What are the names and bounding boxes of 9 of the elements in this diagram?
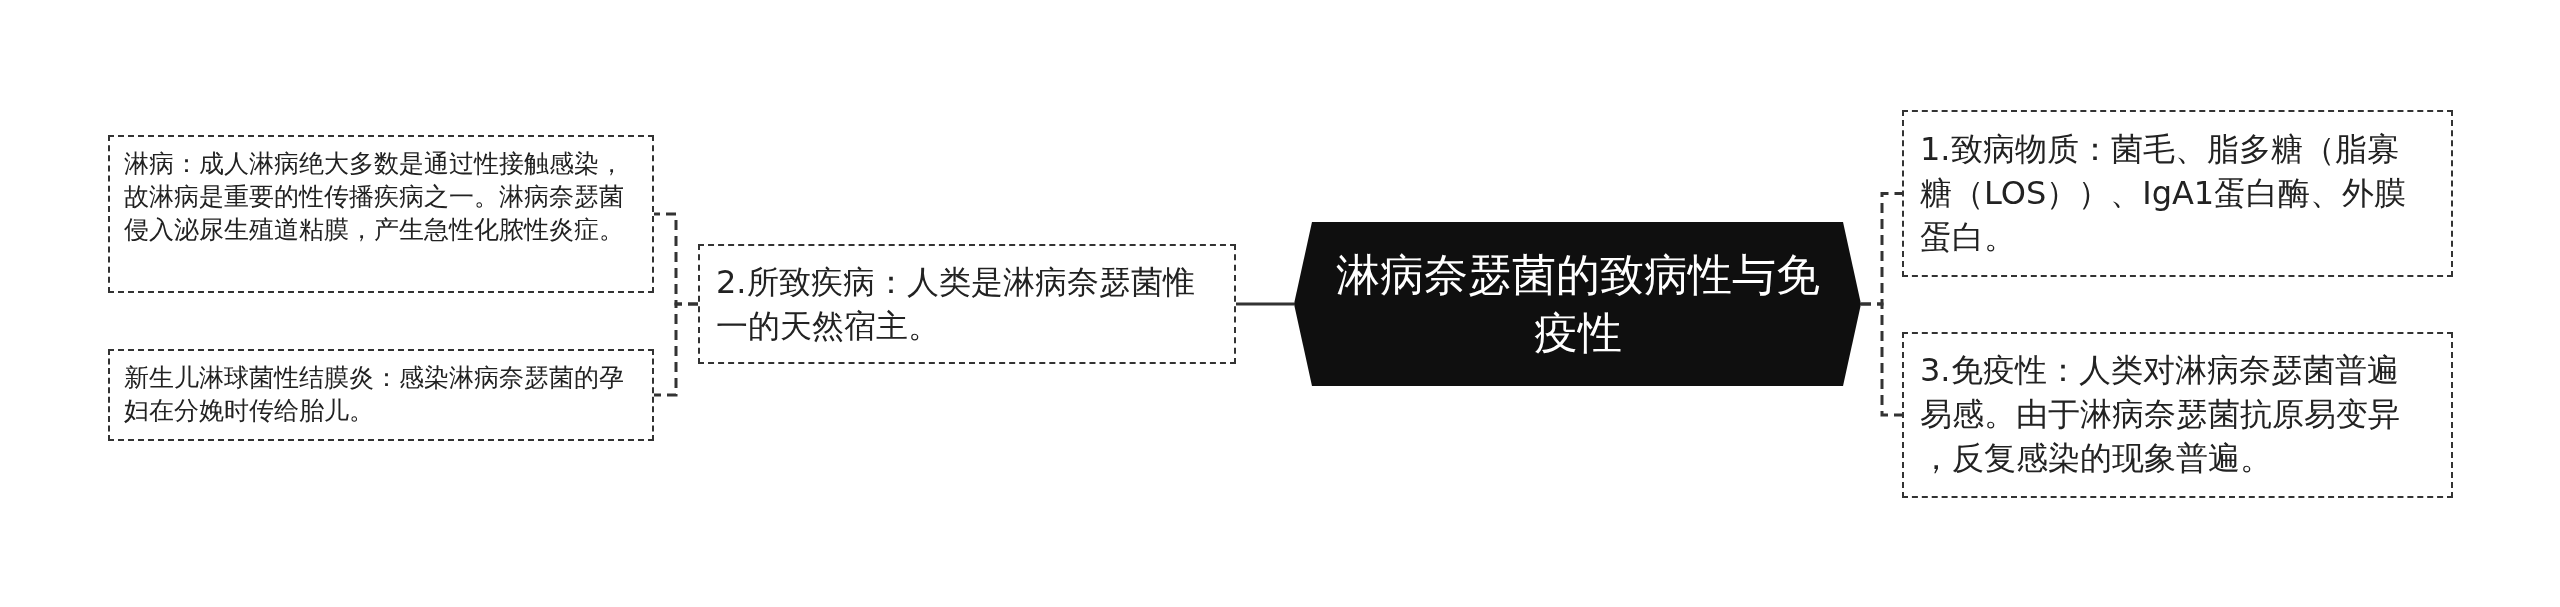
connector-line — [1861, 302, 1902, 417]
topic-box: 1.致病物质：菌毛、脂多糖（脂寡糖（LOS））、IgA1蛋白酶、外膜蛋白。 — [1902, 110, 2453, 277]
central-topic-hexagon: 淋病奈瑟菌的致病性与免疫性 — [1294, 222, 1861, 386]
topic-box: 新生儿淋球菌性结膜炎：感染淋病奈瑟菌的孕妇在分娩时传给胎儿。 — [108, 349, 654, 441]
connector-line — [654, 302, 698, 397]
topic-box: 2.所致疾病：人类是淋病奈瑟菌惟一的天然宿主。 — [698, 244, 1236, 364]
topic-box: 3.免疫性：人类对淋病奈瑟菌普遍易感。由于淋病奈瑟菌抗原易变异，反复感染的现象普遍。 — [1902, 332, 2453, 498]
topic-box: 淋病：成人淋病绝大多数是通过性接触感染，故淋病是重要的性传播疾病之一。淋病奈瑟菌侵入泌尿生殖道粘膜，产生急性化脓性炎症。 — [108, 135, 654, 293]
connector-line — [1236, 302, 1294, 306]
